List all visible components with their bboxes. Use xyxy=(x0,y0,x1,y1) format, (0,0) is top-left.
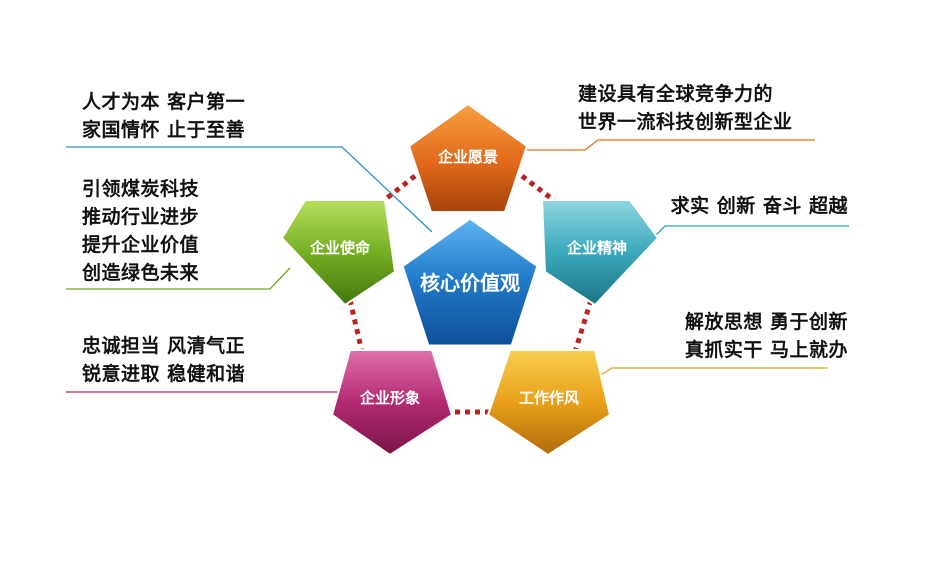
text-line: 世界一流科技创新型企业 xyxy=(578,111,793,133)
label-center: 核心价值观 xyxy=(420,271,520,295)
text-spirit: 求实 创新 奋斗 超越 xyxy=(671,192,848,220)
label-style: 工作作风 xyxy=(519,389,579,407)
text-line: 真抓实干 马上就办 xyxy=(684,339,848,361)
pentagon-mission xyxy=(280,199,397,307)
text-line: 求实 创新 奋斗 超越 xyxy=(670,195,848,217)
label-mission: 企业使命 xyxy=(309,239,371,257)
pentagon-style xyxy=(486,349,612,457)
text-line: 解放思想 勇于创新 xyxy=(684,311,848,333)
text-top-left: 人才为本 客户第一 家国情怀 止于至善 xyxy=(82,88,245,144)
pentagon-vision xyxy=(407,102,529,213)
connector-vision xyxy=(527,139,815,151)
text-style: 解放思想 勇于创新 真抓实干 马上就办 xyxy=(685,308,848,364)
text-vision: 建设具有全球竞争力的 世界一流科技创新型企业 xyxy=(578,80,793,136)
pentagon-image xyxy=(330,349,454,457)
label-vision: 企业愿景 xyxy=(437,148,498,166)
label-spirit: 企业精神 xyxy=(566,239,627,257)
text-line: 锐意进取 稳健和谐 xyxy=(82,363,246,385)
text-line: 创造绿色未来 xyxy=(82,262,200,284)
text-mission: 引领煤炭科技 推动行业进步 提升企业价值 创造绿色未来 xyxy=(82,175,199,287)
connector-mission xyxy=(66,267,291,290)
dotted-ring xyxy=(347,174,594,415)
connector-spirit xyxy=(644,225,849,247)
pentagon-spirit xyxy=(540,199,660,307)
connector-style xyxy=(584,367,828,386)
text-line: 提升企业价值 xyxy=(82,234,200,256)
label-image: 企业形象 xyxy=(359,389,420,407)
connector-top-left xyxy=(66,146,433,233)
text-image: 忠诚担当 风清气正 锐意进取 稳健和谐 xyxy=(82,332,245,388)
text-line: 家国情怀 止于至善 xyxy=(82,119,246,141)
text-line: 推动行业进步 xyxy=(82,206,200,228)
text-line: 忠诚担当 风清气正 xyxy=(82,335,246,357)
text-line: 人才为本 客户第一 xyxy=(82,91,246,113)
text-line: 建设具有全球竞争力的 xyxy=(578,83,774,105)
text-line: 引领煤炭科技 xyxy=(82,178,200,200)
pentagon-center xyxy=(400,216,540,348)
